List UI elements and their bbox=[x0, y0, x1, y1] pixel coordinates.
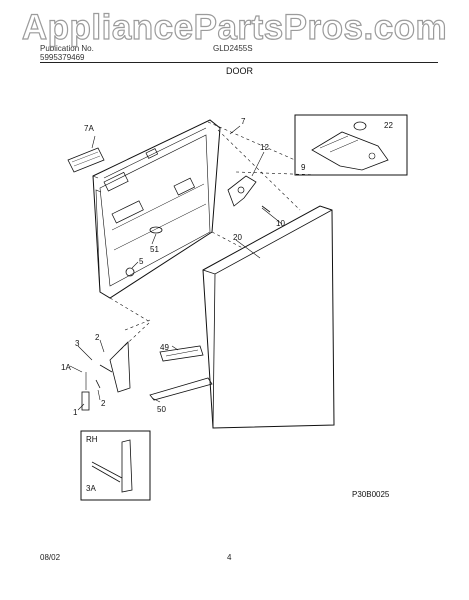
part-7a-plate bbox=[67, 147, 105, 173]
page-number: 4 bbox=[227, 553, 232, 562]
outer-door-panel bbox=[202, 205, 335, 429]
figure-code: P30B0025 bbox=[352, 490, 390, 499]
callout-2-upper: 2 bbox=[95, 333, 100, 342]
inset-rh-label: RH bbox=[86, 435, 98, 444]
callout-50: 50 bbox=[157, 405, 166, 414]
callout-9: 9 bbox=[301, 163, 306, 172]
header-divider bbox=[40, 62, 438, 63]
callout-51: 51 bbox=[150, 245, 159, 254]
callout-3: 3 bbox=[75, 339, 80, 348]
callout-7a: 7A bbox=[84, 124, 94, 133]
publication-label: Publication No. bbox=[40, 44, 94, 53]
watermark-logo: AppliancePartsPros.com bbox=[21, 7, 448, 47]
model-number: GLD2455S bbox=[213, 44, 253, 53]
callout-49: 49 bbox=[160, 343, 169, 352]
callout-3a: 3A bbox=[86, 484, 96, 493]
callout-1a: 1A bbox=[61, 363, 71, 372]
callout-20: 20 bbox=[233, 233, 242, 242]
callout-2-lower: 2 bbox=[101, 399, 106, 408]
callout-1: 1 bbox=[73, 408, 78, 417]
inner-door-frame bbox=[92, 119, 221, 299]
callout-7: 7 bbox=[241, 117, 246, 126]
callout-22: 22 bbox=[384, 121, 393, 130]
callout-5: 5 bbox=[139, 257, 144, 266]
section-title: DOOR bbox=[226, 66, 253, 76]
part-49-strip bbox=[159, 345, 204, 362]
publication-number: 5995379469 bbox=[40, 53, 85, 62]
rh-inset-box bbox=[80, 430, 151, 501]
inset-box-part-9 bbox=[294, 114, 408, 176]
callout-12: 12 bbox=[260, 143, 269, 152]
footer-date: 08/02 bbox=[40, 553, 61, 562]
callout-10: 10 bbox=[276, 219, 285, 228]
part-50-rod bbox=[149, 377, 213, 401]
